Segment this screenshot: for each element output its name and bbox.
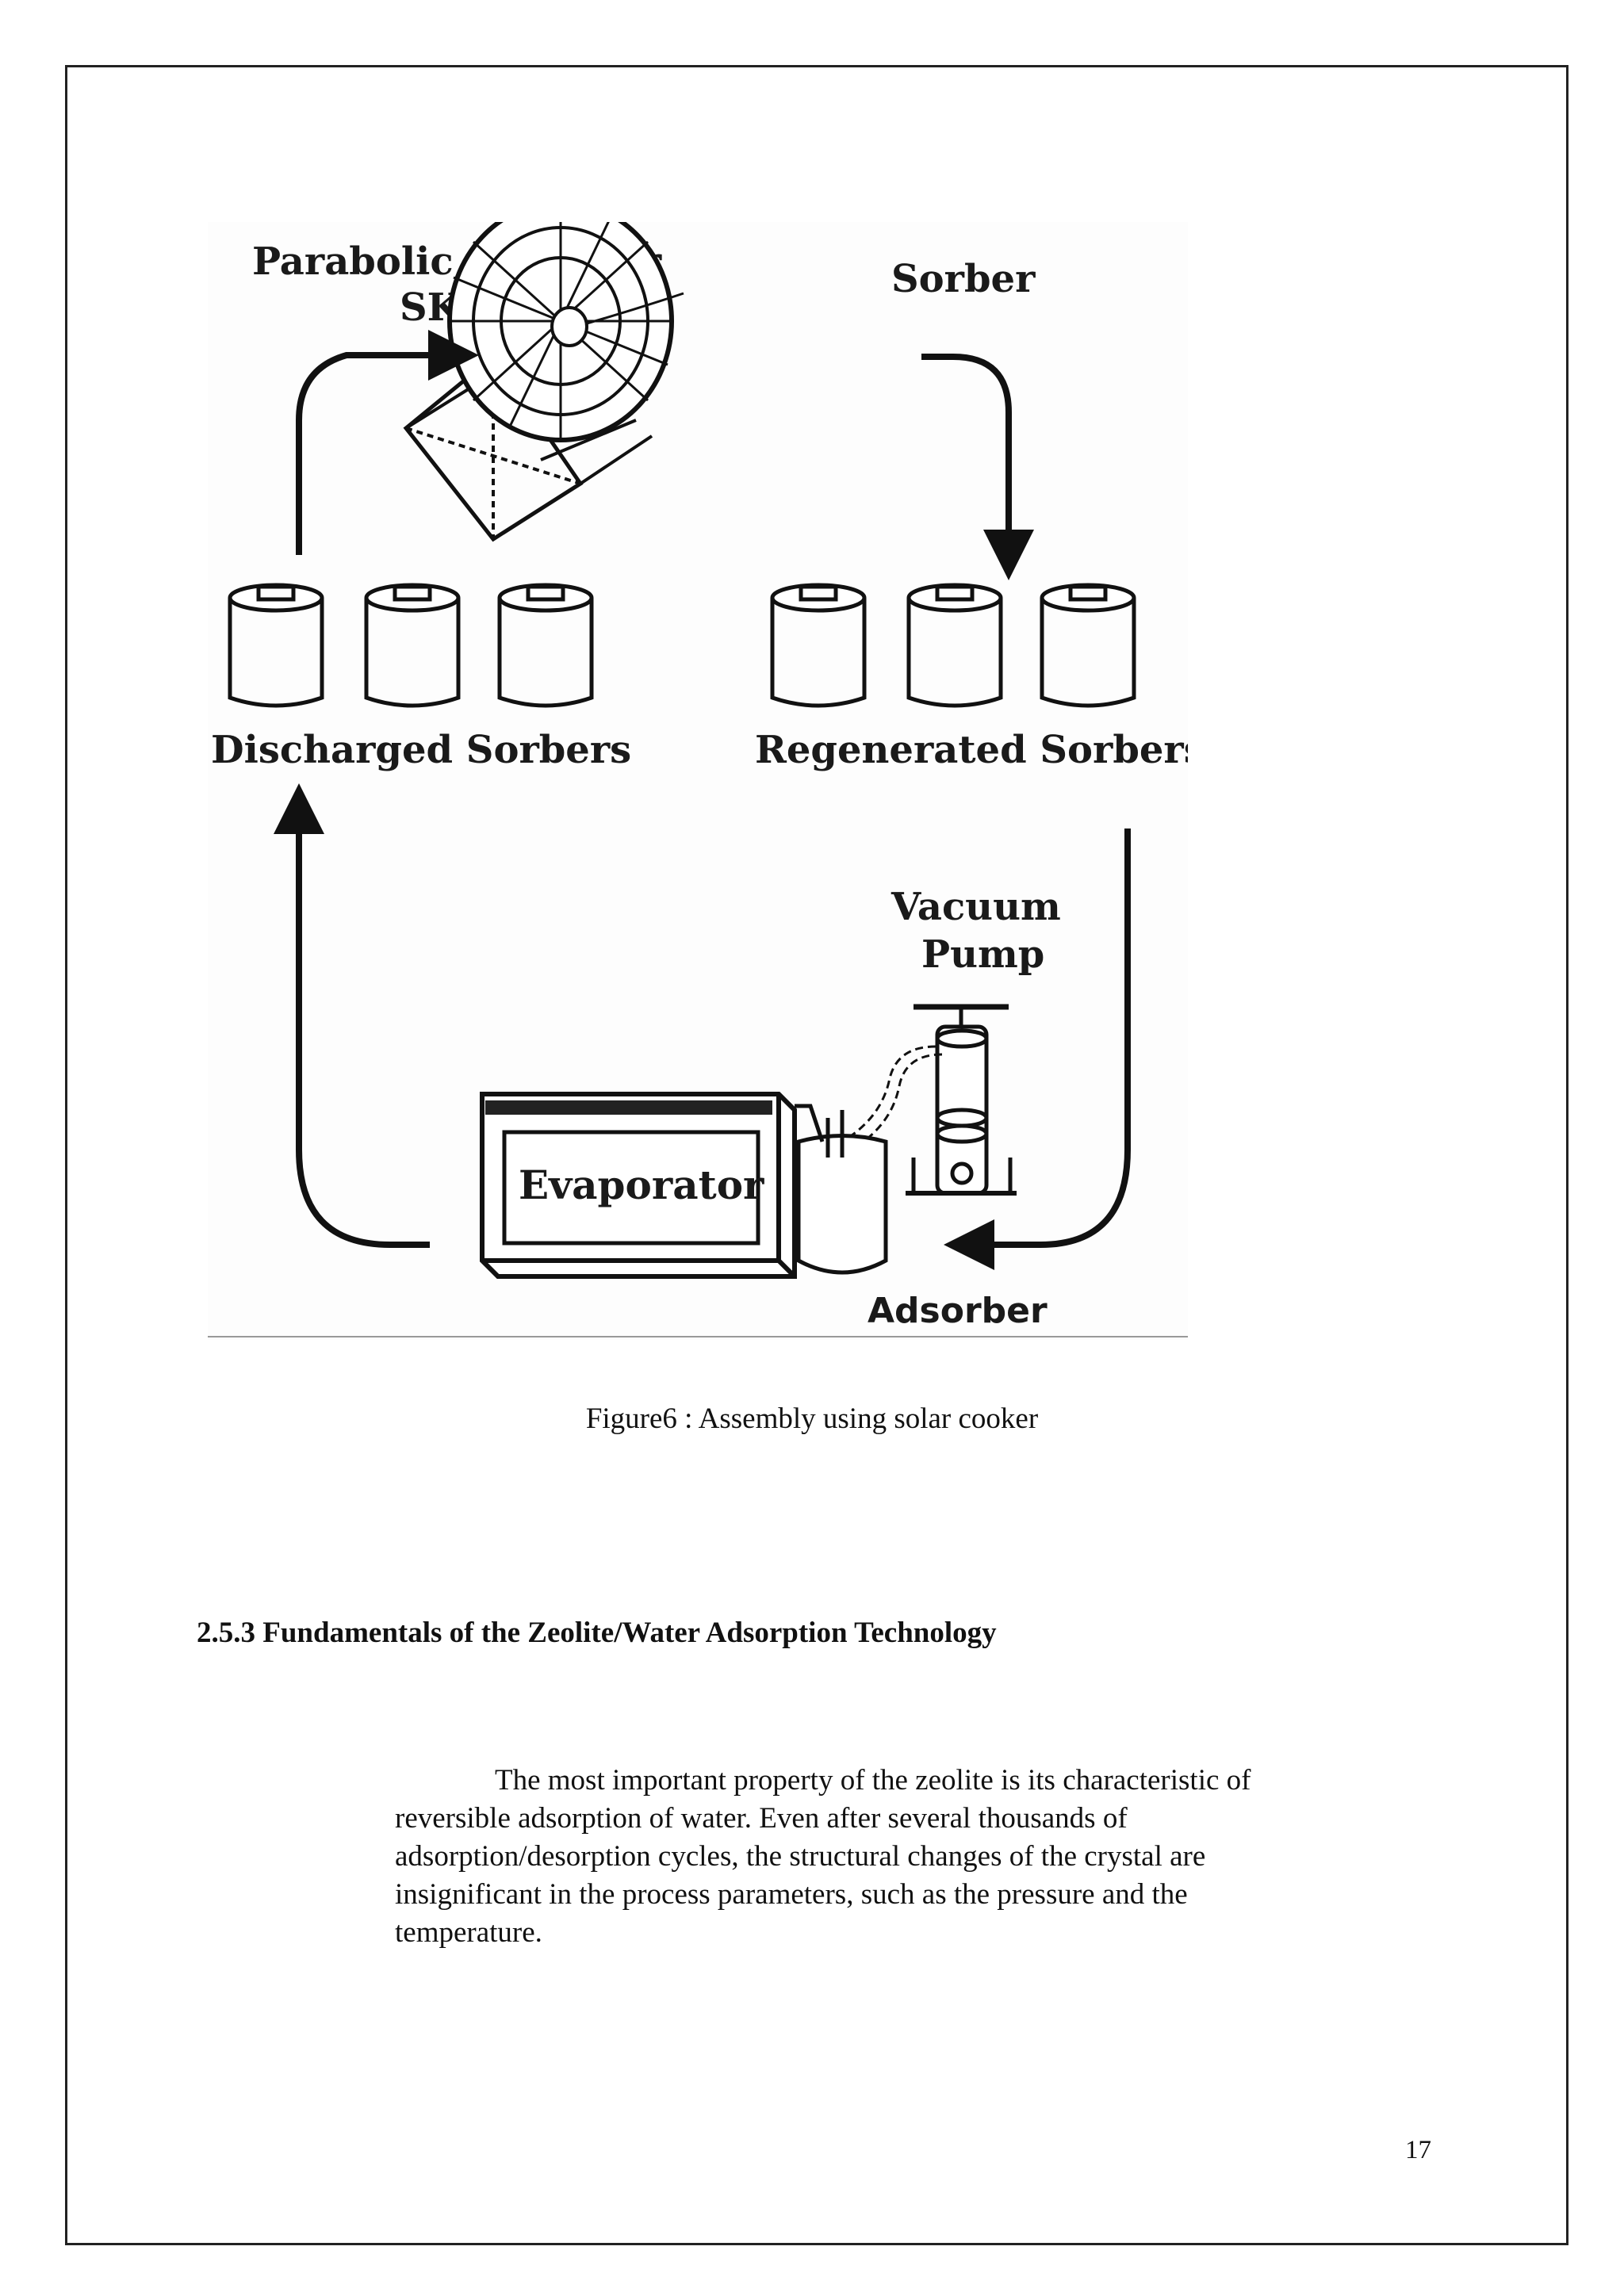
paragraph-line: adsorption/desorption cycles, the struct… <box>395 1840 1206 1873</box>
section-paragraph: The most important property of the zeoli… <box>395 1762 1354 1952</box>
paragraph-line: temperature. <box>395 1916 542 1949</box>
page-number: 17 <box>1405 2136 1431 2164</box>
paragraph-line: reversible adsorption of water. Even aft… <box>395 1802 1128 1835</box>
arrow-to-collector <box>296 330 479 555</box>
label-adsorber: Adsorber <box>868 1291 1048 1331</box>
arrow-to-regenerated <box>921 354 1034 580</box>
arrow-to-discharged <box>274 783 430 1248</box>
parabolic-collector-icon <box>403 222 684 542</box>
page-border <box>65 65 1568 2245</box>
water-container-icon <box>795 1104 888 1275</box>
evaporator-icon: Evaporator <box>480 1092 797 1279</box>
label-discharged-sorbers: Discharged Sorbers <box>211 728 631 772</box>
figure-caption: Figure6 : Assembly using solar cooker <box>585 1402 1039 1435</box>
regenerated-sorbers-icon <box>770 583 1136 708</box>
label-pump: Pump <box>921 932 1044 977</box>
discharged-sorbers-icon <box>228 583 594 708</box>
paragraph-line: insignificant in the process parameters,… <box>395 1878 1188 1911</box>
label-sorber: Sorber <box>891 257 1036 301</box>
label-evaporator: Evaporator <box>519 1161 764 1208</box>
paragraph-line: The most important property of the zeoli… <box>495 1764 1251 1797</box>
solar-cooker-figure: Parabolic Collector SK14 Sorber Discharg… <box>208 222 1188 1340</box>
label-regenerated-sorbers: Regenerated Sorbers <box>755 728 1188 772</box>
label-vacuum: Vacuum <box>891 885 1061 929</box>
arrow-to-adsorber <box>944 828 1131 1270</box>
section-heading: 2.5.3 Fundamentals of the Zeolite/Water … <box>197 1617 997 1649</box>
